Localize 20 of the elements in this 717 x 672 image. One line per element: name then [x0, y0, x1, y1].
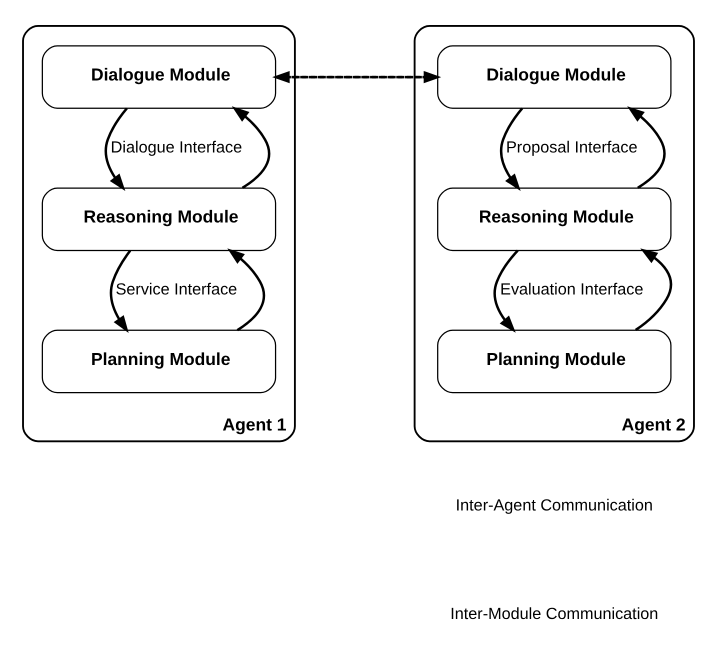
node-box: Reasoning Module	[42, 186, 276, 251]
arrow	[104, 107, 128, 191]
arrow	[227, 248, 266, 331]
legend-label: Inter-Agent Communication	[456, 496, 653, 514]
edge-label: Proposal Interface	[506, 138, 638, 156]
arrow	[500, 107, 524, 191]
node-box: Planning Module	[437, 329, 672, 393]
arrow	[110, 249, 132, 332]
arrow	[634, 248, 672, 331]
arrow	[493, 249, 519, 332]
node-box: Planning Module	[42, 329, 276, 393]
edge-label: Dialogue Interface	[110, 138, 242, 156]
edge-label: Evaluation Interface	[500, 280, 644, 298]
legend-label: Inter-Module Communication	[450, 604, 658, 622]
edge-label: Service Interface	[116, 280, 238, 298]
node-box: Dialogue Module	[42, 44, 276, 108]
arrow	[232, 106, 270, 188]
node-box: Dialogue Module	[437, 44, 672, 108]
arrow	[627, 106, 666, 188]
node-box: Reasoning Module	[437, 186, 672, 251]
